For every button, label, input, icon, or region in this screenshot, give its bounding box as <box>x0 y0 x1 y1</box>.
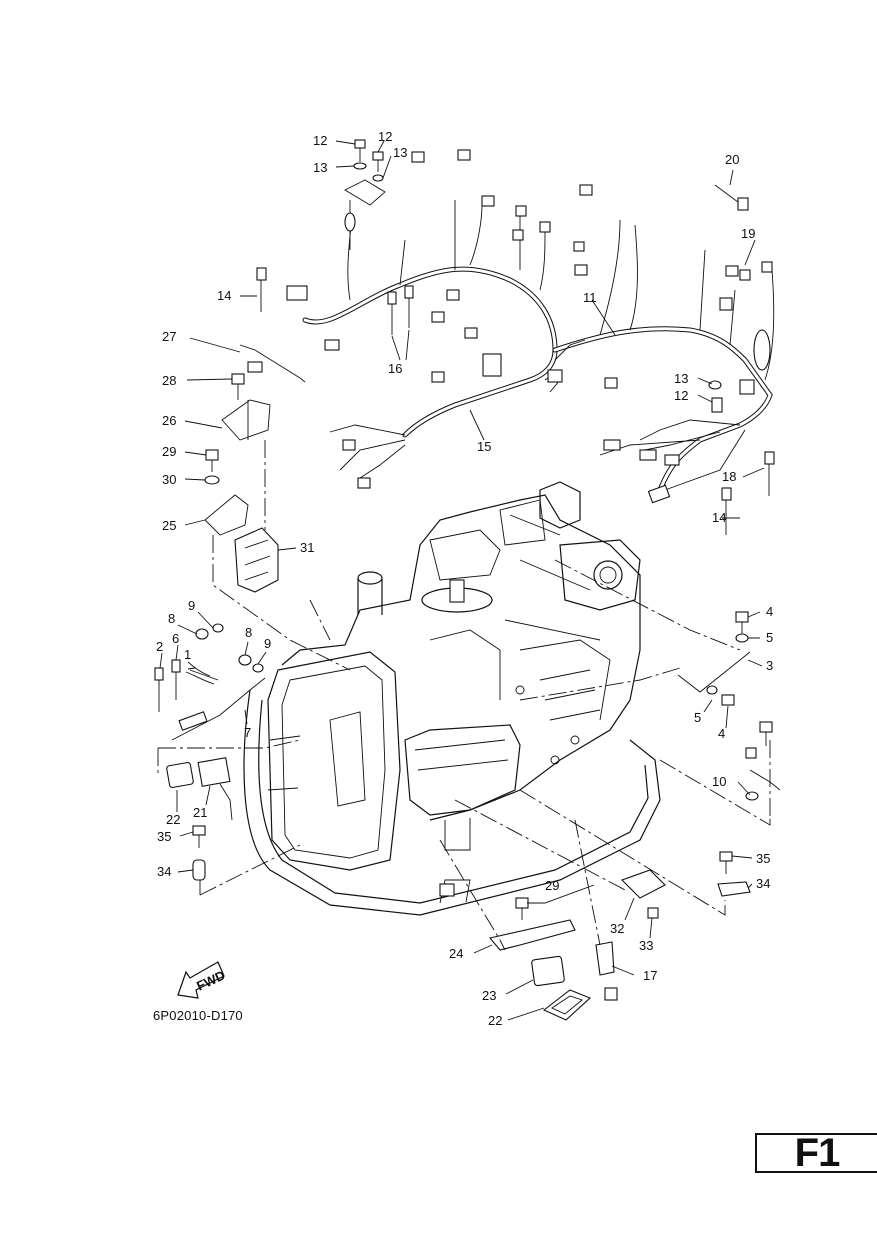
leader-lines <box>157 140 771 1021</box>
callout-23: 23 <box>482 988 496 1003</box>
callout-30: 30 <box>162 472 176 487</box>
callout-9: 9 <box>264 636 271 651</box>
callout-27: 27 <box>162 329 176 344</box>
callout-35: 35 <box>157 829 171 844</box>
callout-12: 12 <box>378 129 392 144</box>
diagram-code-label: 6P02010-D170 <box>153 1008 243 1023</box>
callout-4: 4 <box>718 726 725 741</box>
callout-15: 15 <box>477 439 491 454</box>
callout-19: 19 <box>741 226 755 241</box>
callout-18: 18 <box>722 469 736 484</box>
callout-12: 12 <box>674 388 688 403</box>
callout-14: 14 <box>217 288 231 303</box>
callout-13: 13 <box>393 145 407 160</box>
callout-1: 1 <box>184 647 191 662</box>
callout-31: 31 <box>300 540 314 555</box>
callout-11: 11 <box>583 290 597 305</box>
callout-16: 16 <box>388 361 402 376</box>
fwd-arrow: FWD <box>177 961 227 999</box>
callout-14: 14 <box>712 510 726 525</box>
callout-4: 4 <box>766 604 773 619</box>
callout-32: 32 <box>610 921 624 936</box>
small-parts <box>154 139 781 1021</box>
callout-21: 21 <box>193 805 207 820</box>
callout-24: 24 <box>449 946 463 961</box>
callout-28: 28 <box>162 373 176 388</box>
callout-8: 8 <box>245 625 252 640</box>
callout-9: 9 <box>188 598 195 613</box>
callout-13: 13 <box>313 160 327 175</box>
fwd-label: FWD <box>194 967 227 993</box>
callout-34: 34 <box>157 864 171 879</box>
callout-22: 22 <box>488 1013 502 1028</box>
callout-29: 29 <box>545 878 559 893</box>
callout-35: 35 <box>756 851 770 866</box>
wire-harness <box>286 149 775 504</box>
callout-numbers: 12 12 13 13 20 19 14 11 27 16 28 13 12 2… <box>156 129 773 1028</box>
callout-2: 2 <box>156 639 163 654</box>
callout-5: 5 <box>694 710 701 725</box>
callout-13: 13 <box>674 371 688 386</box>
callout-25: 25 <box>162 518 176 533</box>
callout-34: 34 <box>756 876 770 891</box>
callout-26: 26 <box>162 413 176 428</box>
callout-12: 12 <box>313 133 327 148</box>
callout-33: 33 <box>639 938 653 953</box>
callout-29: 29 <box>162 444 176 459</box>
callout-10: 10 <box>712 774 726 789</box>
callout-5: 5 <box>766 630 773 645</box>
page-tag-box: F1 <box>755 1133 877 1173</box>
callout-6: 6 <box>172 631 179 646</box>
callout-7: 7 <box>244 725 251 740</box>
callout-17: 17 <box>643 968 657 983</box>
callout-8: 8 <box>168 611 175 626</box>
callout-3: 3 <box>766 658 773 673</box>
callout-22: 22 <box>166 812 180 827</box>
engine-assembly <box>243 481 661 916</box>
page-tag-label: F1 <box>794 1131 841 1175</box>
callout-20: 20 <box>725 152 739 167</box>
